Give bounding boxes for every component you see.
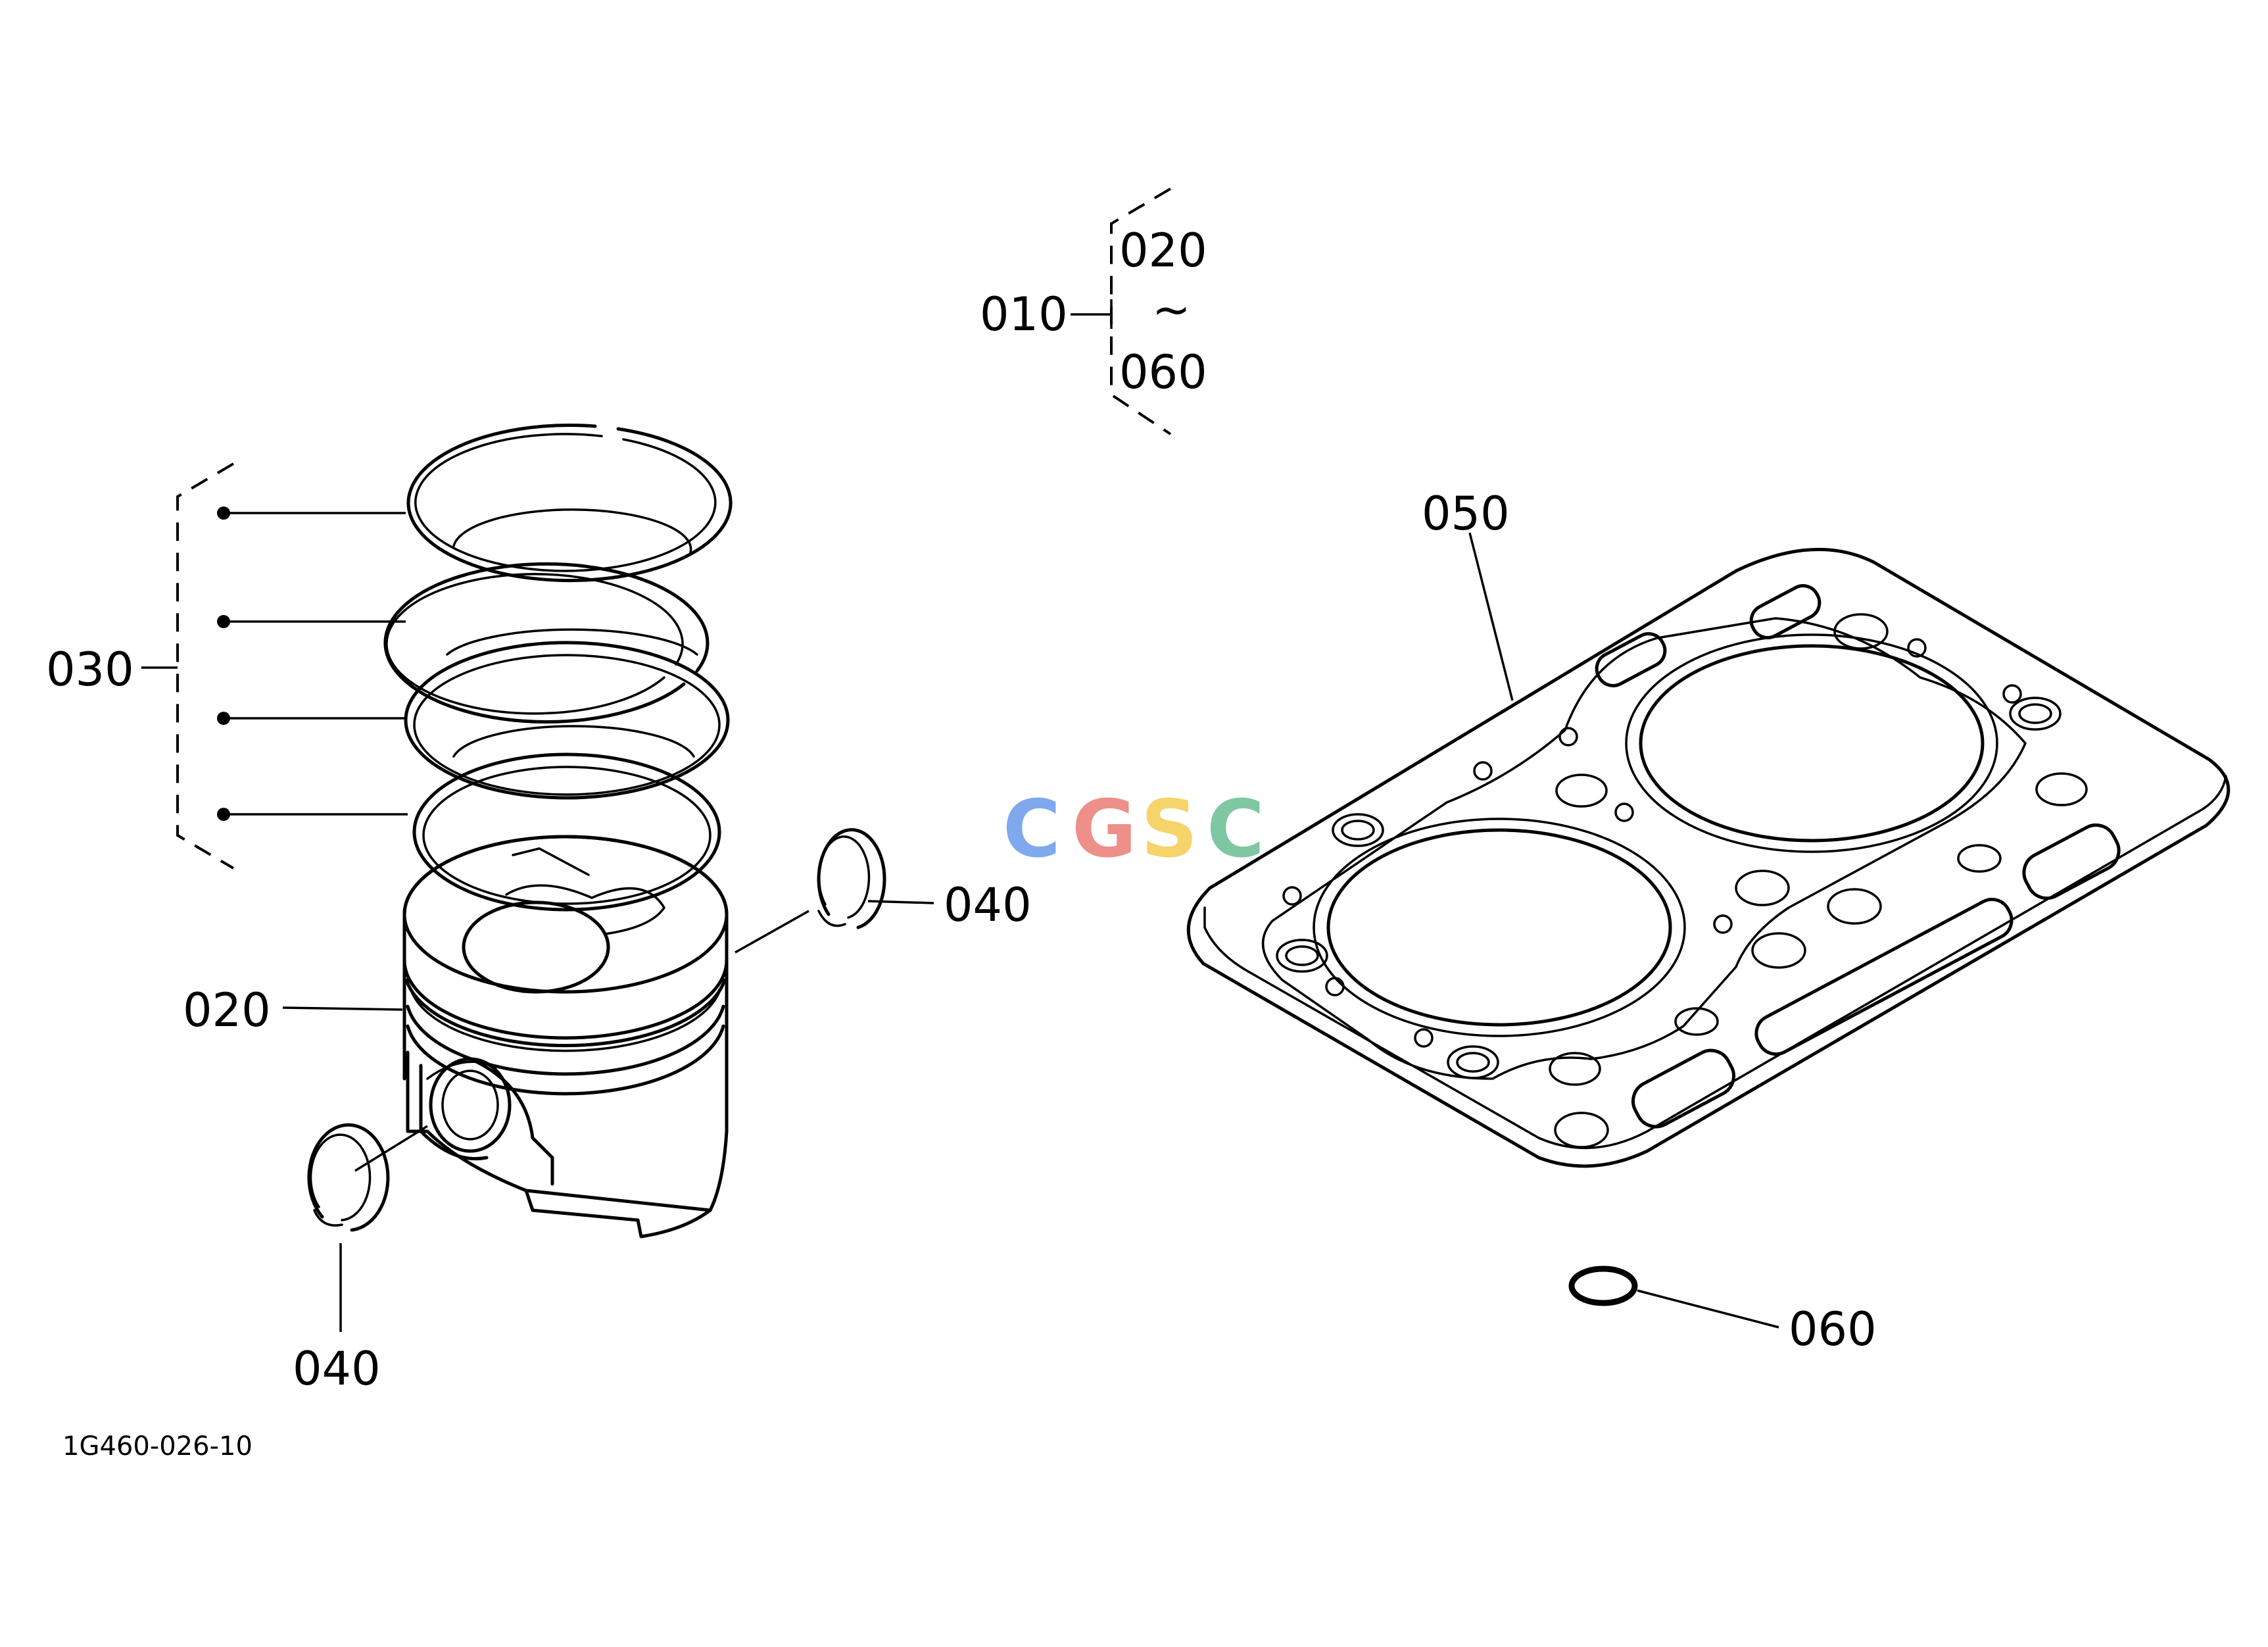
o-ring (1568, 1266, 1779, 1329)
bore-left (1326, 828, 1672, 1027)
callout-range-tilde: ~ (1152, 283, 1191, 337)
callout-010: 010 (980, 287, 1068, 341)
callout-gasket-050: 050 (1422, 487, 1510, 541)
circlip-bottom (307, 1123, 428, 1332)
circlip-right (735, 828, 934, 954)
head-gasket (1186, 547, 2231, 1168)
gasket-leader (1468, 532, 1514, 701)
piston-leader (282, 1006, 403, 1011)
watermark-letter-4: C (1207, 784, 1265, 875)
callout-030: 030 (46, 643, 134, 697)
callout-range-end: 060 (1119, 345, 1207, 399)
callout-range-start: 020 (1119, 224, 1207, 278)
callout-oring-060: 060 (1789, 1302, 1877, 1356)
rings-bracket (141, 462, 408, 870)
callout-clip-right-040: 040 (944, 878, 1032, 932)
callout-piston-020: 020 (183, 983, 271, 1037)
watermark-letter-1: C (1003, 784, 1061, 875)
piston-rings (383, 424, 733, 912)
watermark-letter-2: G (1072, 784, 1137, 875)
piston (402, 835, 729, 1239)
assembly-bracket (1071, 187, 1172, 435)
bore-right (1639, 644, 1985, 843)
drawing-code: 1G460-026-10 (62, 1431, 253, 1462)
watermark-letter-3: S (1141, 784, 1197, 875)
callout-clip-bottom-040: 040 (293, 1342, 381, 1396)
watermark: C G S C (1003, 784, 1265, 875)
